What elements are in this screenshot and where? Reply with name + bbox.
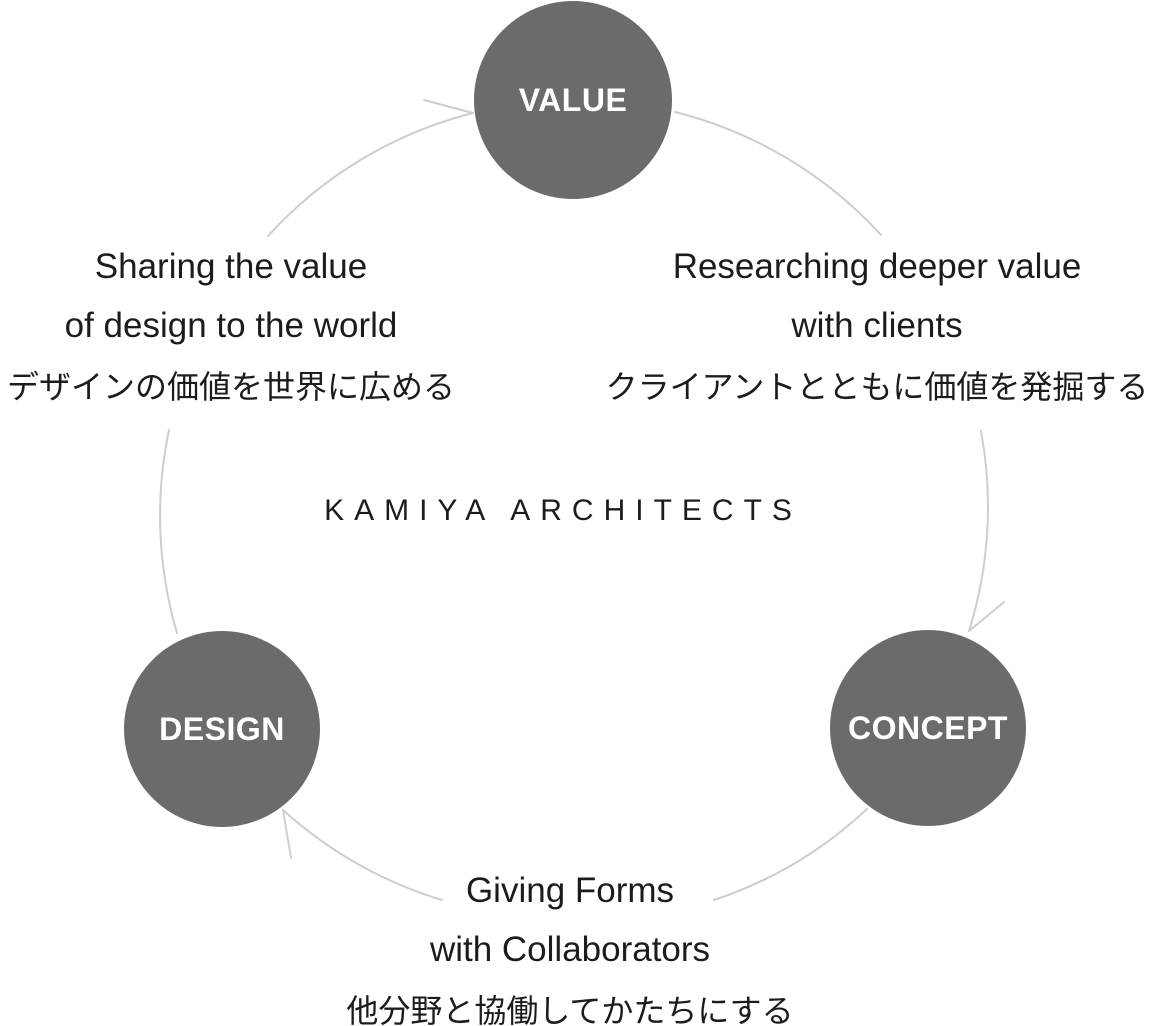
edge-text-line-en: of design to the world (64, 305, 398, 345)
arrowhead-design-icon (282, 809, 292, 859)
node-concept-label: CONCEPT (848, 709, 1008, 746)
edge-text-line-en: Sharing the value (94, 246, 368, 286)
arc-design-to-value-lower (159, 429, 178, 634)
edge-text-line-en: Giving Forms (465, 870, 675, 910)
arrowhead-value-icon (423, 99, 474, 114)
edge-text-concept-to-design: Giving Forms with Collaborators 他分野と協働して… (340, 861, 800, 1026)
node-concept: CONCEPT (830, 630, 1026, 826)
edge-text-line-en: with Collaborators (429, 929, 711, 969)
node-value-label: VALUE (518, 81, 628, 118)
edge-text-line-en: Researching deeper value (672, 246, 1082, 286)
node-design: DESIGN (124, 631, 320, 827)
arc-concept-to-design-right (713, 808, 868, 901)
arc-value-to-concept-lower (968, 430, 989, 632)
node-design-label: DESIGN (159, 710, 285, 747)
node-value: VALUE (474, 1, 672, 199)
arc-design-to-value-upper (267, 112, 474, 237)
edge-text-line-en: with clients (791, 305, 963, 345)
arc-concept-to-design-left (282, 809, 443, 901)
edge-text-line-jp: クライアントとともに価値を発掘する (605, 368, 1149, 405)
arrowhead-concept-icon (968, 601, 1005, 632)
arc-value-to-concept-upper (674, 111, 882, 236)
edge-text-line-jp: デザインの価値を世界に広める (6, 368, 455, 405)
edge-text-value-to-concept: Researching deeper value with clients クラ… (597, 237, 1152, 414)
edge-text-design-to-value: Sharing the value of design to the world… (0, 237, 481, 414)
center-title: KAMIYA ARCHITECTS (324, 494, 802, 527)
edge-text-line-jp: 他分野と協働してかたちにする (346, 992, 794, 1026)
